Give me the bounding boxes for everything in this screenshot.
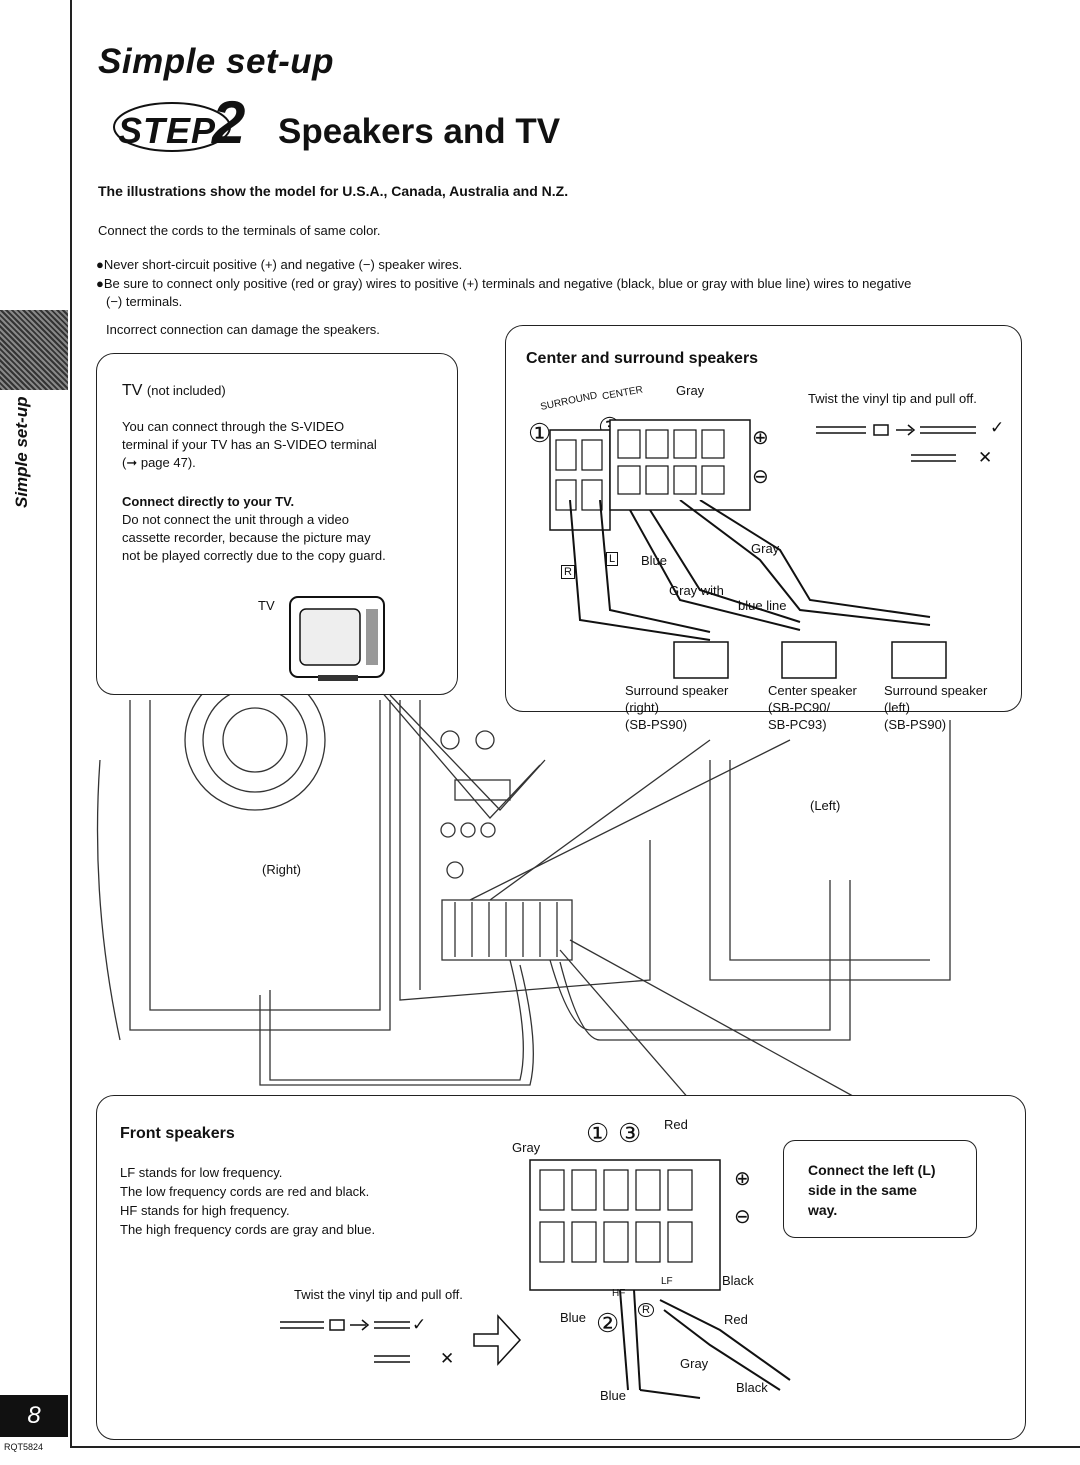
lf-label: LF — [661, 1276, 673, 1287]
surround-left-name: Surround speaker — [884, 683, 988, 698]
gray-with-label: Gray with — [669, 583, 724, 598]
front-speakers-heading: Front speakers — [120, 1125, 235, 1142]
tv-heading-title: TV — [122, 382, 143, 399]
center-twist-note: Twist the vinyl tip and pull off. — [808, 391, 977, 406]
cross-icon: ✕ — [978, 448, 993, 467]
tv-box — [96, 353, 458, 695]
page-number: 8 — [0, 1395, 68, 1437]
surround-left-label: Surround speaker (left) (SB-PS90) — [884, 682, 987, 733]
center-speaker-model-1: (SB-PC90/ — [768, 700, 831, 715]
same-color-note: Connect the cords to the terminals of sa… — [98, 223, 381, 238]
step-1-marker: ① — [528, 418, 552, 448]
sidebar-label: Simple set-up — [12, 396, 31, 508]
surround-left-model: (SB-PS90) — [884, 717, 947, 732]
tv-subheading: Connect directly to your TV. — [122, 494, 295, 509]
tv-text-1: You can connect through the S-VIDEO — [122, 419, 345, 434]
tv-heading-note: (not included) — [146, 383, 226, 398]
l-mark: L — [606, 552, 619, 566]
left-side-note: Connect the left (L) side in the same wa… — [808, 1160, 936, 1220]
tv-text-3: (➞ page 47). — [122, 455, 196, 470]
front-cords — [619, 1290, 791, 1399]
warning-bullet-2-cont: (−) terminals. — [106, 294, 183, 309]
page-frame-left — [70, 0, 72, 1448]
front-black-label-2: Black — [736, 1380, 768, 1395]
gray-wire-label: Gray — [676, 383, 705, 398]
center-speaker-label: Center speaker (SB-PC90/ SB-PC93) — [768, 682, 857, 733]
front-gray-label-2: Gray — [680, 1356, 709, 1371]
front-text-3: HF stands for high frequency. — [120, 1203, 290, 1218]
front-twist-note: Twist the vinyl tip and pull off. — [294, 1287, 463, 1302]
step-badge-outline — [113, 102, 231, 152]
doc-code: RQT5824 — [4, 1442, 44, 1452]
section-title: Speakers and TV — [278, 112, 561, 151]
plus-icon: ⊕ — [752, 427, 769, 449]
warning-bullet-1: ●Never short-circuit positive (+) and ne… — [96, 257, 463, 272]
system-illustration — [96, 669, 951, 1100]
center-surround-heading: Center and surround speakers — [526, 350, 759, 367]
tv-subtext-3: not be played correctly due to the copy … — [122, 548, 386, 563]
front-text-2: The low frequency cords are red and blac… — [120, 1184, 370, 1199]
front-r-mark: R — [638, 1303, 654, 1317]
front-cross-icon: ✕ — [440, 1349, 455, 1368]
tv-label: TV — [258, 598, 275, 613]
center-vinyl-tip-diagram — [816, 424, 976, 462]
left-side-note-box — [783, 1140, 977, 1238]
left-side-note-1: Connect the left (L) — [808, 1162, 936, 1178]
center-speaker-name: Center speaker — [768, 683, 857, 698]
surround-left-side: (left) — [884, 700, 910, 715]
surround-right-model: (SB-PS90) — [625, 717, 688, 732]
front-plus-icon: ⊕ — [734, 1168, 751, 1190]
surround-right-name: Surround speaker — [625, 683, 729, 698]
front-text-4: The high frequency cords are gray and bl… — [120, 1222, 376, 1237]
warning-bullet-2: ●Be sure to connect only positive (red o… — [96, 276, 912, 291]
r-mark: R — [561, 565, 575, 579]
front-red-label-2: Red — [724, 1312, 748, 1327]
step-number: 2 — [212, 89, 246, 156]
check-icon: ✓ — [990, 418, 1005, 437]
page-frame-bottom — [70, 1446, 1080, 1448]
front-step-3-marker: ③ — [618, 1118, 642, 1148]
gray-wire-label-2: Gray — [751, 541, 780, 556]
front-red-label: Red — [664, 1117, 688, 1132]
front-vinyl-tip-diagram — [280, 1314, 522, 1366]
surround-right-side: (right) — [625, 700, 659, 715]
center-terminal-block — [549, 419, 751, 531]
surround-right-label: Surround speaker (right) (SB-PS90) — [625, 682, 728, 733]
right-speaker-label: (Right) — [262, 862, 302, 877]
front-step-2-marker: ② — [596, 1308, 620, 1338]
left-side-note-2: side in the same — [808, 1182, 917, 1198]
tv-subtext-1: Do not connect the unit through a video — [122, 512, 349, 527]
center-surround-cords — [569, 500, 931, 641]
left-side-note-3: way. — [808, 1202, 838, 1218]
front-gray-label: Gray — [512, 1140, 541, 1155]
front-terminal-block — [529, 1159, 721, 1291]
front-check-icon: ✓ — [412, 1315, 427, 1334]
front-minus-icon: ⊖ — [734, 1206, 751, 1228]
front-black-label: Black — [722, 1273, 754, 1288]
minus-icon: ⊖ — [752, 466, 769, 488]
front-text-1: LF stands for low frequency. — [120, 1165, 283, 1180]
tv-icon — [289, 596, 385, 681]
tv-text-2: terminal if your TV has an S-VIDEO termi… — [122, 437, 377, 452]
section-tab-marker — [0, 310, 68, 390]
blue-line-label: blue line — [738, 598, 787, 613]
step-word: STEP — [118, 110, 217, 151]
page-title: Simple set-up — [98, 42, 334, 81]
front-step-1-marker: ① — [586, 1118, 610, 1148]
damage-note: Incorrect connection can damage the spea… — [106, 322, 380, 337]
blue-wire-label: Blue — [641, 553, 668, 568]
models-note: The illustrations show the model for U.S… — [98, 183, 569, 199]
center-speaker-model-2: SB-PC93) — [768, 717, 827, 732]
front-blue-label-2: Blue — [600, 1388, 627, 1403]
hf-label: HF — [612, 1288, 626, 1299]
tv-subtext-2: cassette recorder, because the picture m… — [122, 530, 371, 545]
speaker-icons — [673, 641, 947, 679]
front-blue-label: Blue — [560, 1310, 587, 1325]
tv-heading: TV (not included) — [122, 382, 226, 400]
left-speaker-label: (Left) — [810, 798, 841, 813]
